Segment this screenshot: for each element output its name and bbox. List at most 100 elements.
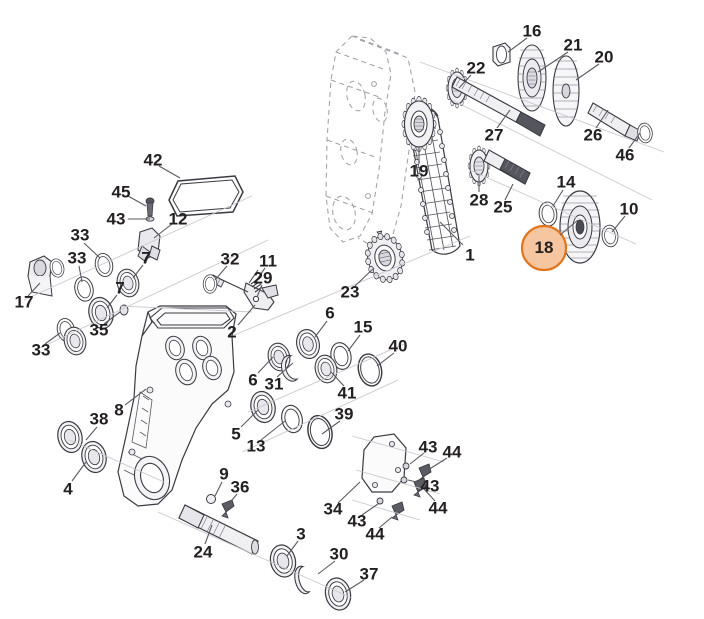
leader-line-36 xyxy=(227,493,238,506)
callout-label-14[interactable]: 14 xyxy=(556,172,576,192)
leader-line-29 xyxy=(256,284,263,298)
callout-label-3[interactable]: 3 xyxy=(296,524,306,544)
cover-plate-34 xyxy=(361,433,407,493)
callout-label-42[interactable]: 42 xyxy=(143,150,163,170)
leader-line-34 xyxy=(337,481,361,504)
callout-label-45[interactable]: 45 xyxy=(111,182,131,202)
leader-line-17 xyxy=(27,282,41,297)
callout-label-9[interactable]: 9 xyxy=(219,464,229,484)
callout-label-21[interactable]: 21 xyxy=(563,35,583,55)
leader-line-15 xyxy=(347,334,361,352)
housing-bore-inner xyxy=(168,339,219,382)
callout-label-41[interactable]: 41 xyxy=(337,383,357,403)
leader-line-42 xyxy=(158,165,181,179)
callout-label-46[interactable]: 46 xyxy=(615,145,635,165)
callout-label-44b[interactable]: 44 xyxy=(428,498,448,518)
leader-line-37 xyxy=(344,579,365,593)
callout-label-1[interactable]: 1 xyxy=(465,245,475,265)
leader-line-32 xyxy=(214,265,228,281)
callout-label-33a[interactable]: 33 xyxy=(70,225,90,245)
leader-line-41 xyxy=(330,371,345,387)
chain-case-ghost-outline xyxy=(325,35,416,247)
shaft-24 xyxy=(178,504,259,555)
callout-label-2[interactable]: 2 xyxy=(227,322,237,342)
bearing-37 xyxy=(321,574,355,614)
callout-label-6a[interactable]: 6 xyxy=(325,303,335,323)
callout-label-20[interactable]: 20 xyxy=(594,47,614,67)
callout-label-29[interactable]: 29 xyxy=(253,268,273,288)
housing-output-boss xyxy=(133,455,171,501)
callout-label-22[interactable]: 22 xyxy=(466,58,486,78)
callout-label-34[interactable]: 34 xyxy=(323,499,343,519)
callout-label-5[interactable]: 5 xyxy=(231,424,241,444)
callout-label-16[interactable]: 16 xyxy=(522,21,542,41)
callout-label-13[interactable]: 13 xyxy=(246,436,266,456)
callout-label-43a[interactable]: 43 xyxy=(106,209,126,229)
callout-label-40[interactable]: 40 xyxy=(388,336,408,356)
leader-line-24 xyxy=(204,524,213,545)
callout-label-44a[interactable]: 44 xyxy=(442,442,462,462)
callout-label-31[interactable]: 31 xyxy=(264,374,284,394)
callout-label-12[interactable]: 12 xyxy=(168,209,188,229)
leader-line-3 xyxy=(286,540,299,557)
leader-line-6a xyxy=(314,320,328,338)
callout-label-43b[interactable]: 43 xyxy=(418,437,438,457)
washer-10 xyxy=(600,223,620,249)
leader-line-13 xyxy=(260,420,286,441)
callout-label-36[interactable]: 36 xyxy=(230,477,250,497)
highlighted-part-marker[interactable] xyxy=(520,224,568,272)
callout-label-15[interactable]: 15 xyxy=(353,317,373,337)
assembly-axis-lines xyxy=(23,61,665,599)
callout-label-43d[interactable]: 43 xyxy=(347,511,367,531)
leader-line-44c xyxy=(378,516,393,529)
callout-label-19[interactable]: 19 xyxy=(409,161,429,181)
leader-line-10 xyxy=(611,215,626,233)
callout-label-35[interactable]: 35 xyxy=(89,320,109,340)
screw-43-d xyxy=(376,497,384,505)
callout-label-8[interactable]: 8 xyxy=(114,400,124,420)
callout-label-23[interactable]: 23 xyxy=(340,282,360,302)
shift-lever-2 xyxy=(209,274,279,311)
gear-21 xyxy=(517,44,547,112)
callout-label-7a[interactable]: 7 xyxy=(141,248,151,268)
callout-label-25[interactable]: 25 xyxy=(493,197,513,217)
callout-label-24[interactable]: 24 xyxy=(193,542,213,562)
snapring-30 xyxy=(294,565,311,595)
bearing-3 xyxy=(266,541,300,581)
callout-label-17[interactable]: 17 xyxy=(14,292,34,312)
leader-line-33b xyxy=(78,265,83,283)
leader-line-30 xyxy=(317,560,336,575)
callout-label-44c[interactable]: 44 xyxy=(365,524,385,544)
sprocket-23 xyxy=(364,230,406,284)
leader-line-26 xyxy=(595,109,609,129)
callout-label-33b[interactable]: 33 xyxy=(67,248,87,268)
callout-label-37[interactable]: 37 xyxy=(359,564,379,584)
leader-line-2 xyxy=(237,304,256,326)
callout-label-28[interactable]: 28 xyxy=(469,190,489,210)
callout-label-7b[interactable]: 7 xyxy=(115,278,125,298)
washer-44-b xyxy=(413,477,427,498)
callout-label-10[interactable]: 10 xyxy=(619,199,639,219)
leader-line-43c xyxy=(407,479,426,485)
callout-label-33c[interactable]: 33 xyxy=(31,340,51,360)
leader-line-35 xyxy=(103,311,121,325)
bolt-45 xyxy=(145,197,155,217)
callout-label-6b[interactable]: 6 xyxy=(248,370,258,390)
leader-line-25 xyxy=(504,183,514,201)
callout-label-11[interactable]: 11 xyxy=(259,251,277,271)
washer-46 xyxy=(636,121,654,145)
leader-line-8 xyxy=(124,388,147,406)
callout-label-39[interactable]: 39 xyxy=(334,404,354,424)
callout-label-38[interactable]: 38 xyxy=(89,409,109,429)
callout-label-4[interactable]: 4 xyxy=(63,479,73,499)
callout-label-43c[interactable]: 43 xyxy=(420,476,440,496)
callout-label-30[interactable]: 30 xyxy=(329,544,349,564)
leader-line-44b xyxy=(423,488,436,502)
screw-43-c xyxy=(400,476,408,484)
seal-33-b xyxy=(71,274,97,304)
callout-label-27[interactable]: 27 xyxy=(484,125,504,145)
callout-label-32[interactable]: 32 xyxy=(220,249,240,269)
callout-label-26[interactable]: 26 xyxy=(583,125,603,145)
